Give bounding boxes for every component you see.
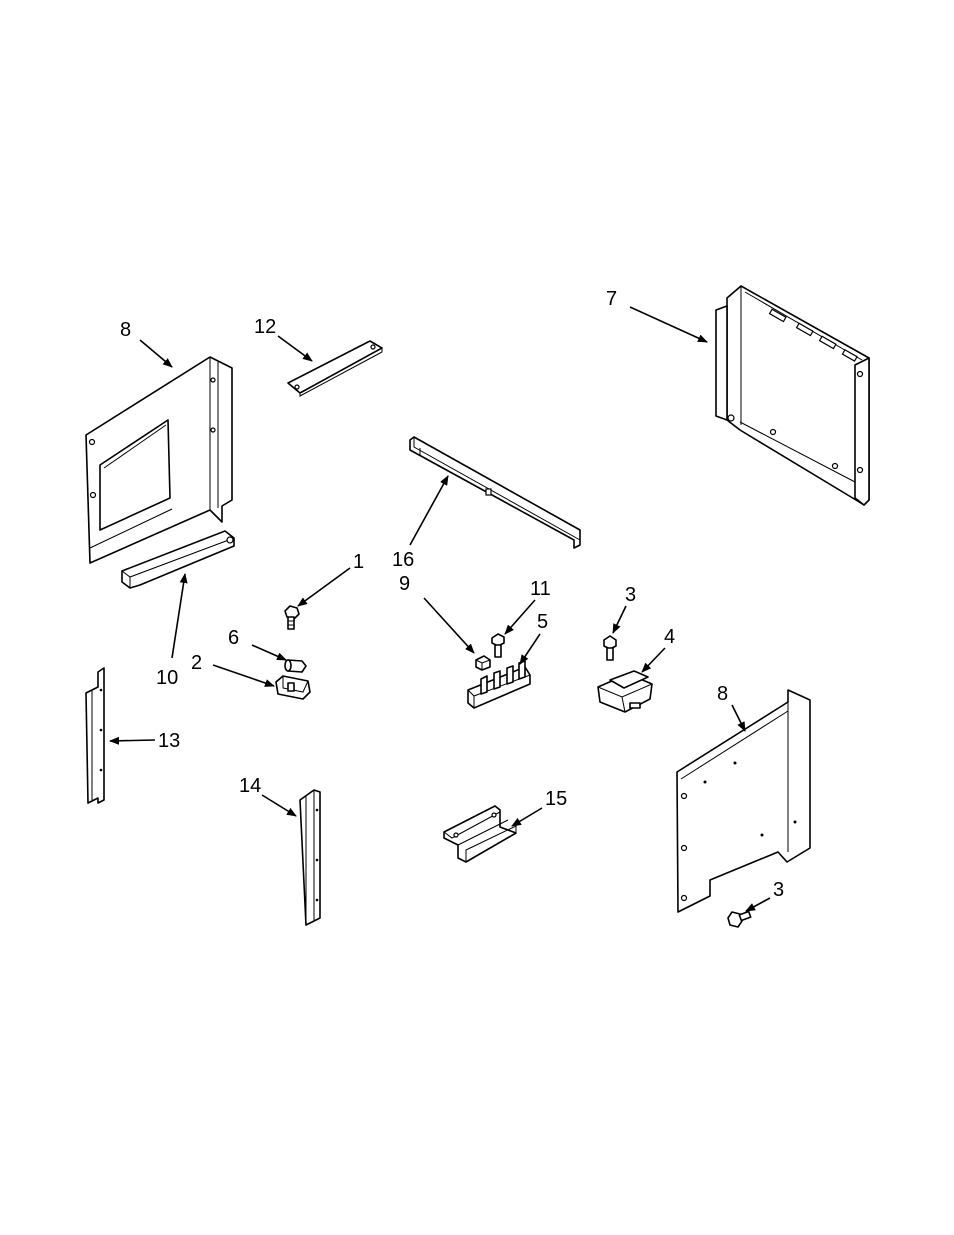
leader-9: [424, 598, 474, 653]
part-8-left-panel: [86, 357, 232, 563]
callout-8-left: 8: [120, 319, 131, 341]
leader-11: [505, 600, 535, 634]
callout-5: 5: [537, 611, 548, 633]
callout-11: 11: [530, 578, 551, 600]
leader-3-lower: [746, 898, 770, 911]
leader-12: [278, 336, 312, 361]
leader-8-right: [732, 705, 745, 731]
part-8-right-panel: [677, 690, 810, 912]
part-3-screw-lower: [728, 911, 751, 927]
leader-14: [262, 795, 296, 816]
callout-3-lower: 3: [773, 879, 784, 901]
part-7-right-panel: [716, 286, 869, 505]
callout-2: 2: [191, 652, 202, 674]
callout-12: 12: [254, 316, 276, 338]
callout-1: 1: [353, 551, 364, 573]
leader-13: [110, 740, 155, 741]
part-3-screw-upper: [604, 636, 616, 660]
part-4-module: [598, 671, 652, 712]
callout-7: 7: [606, 288, 617, 310]
callout-3-upper: 3: [625, 584, 636, 606]
callout-16: 16: [392, 549, 414, 571]
leader-3-upper: [613, 606, 626, 633]
leader-6: [252, 645, 286, 660]
callout-13: 13: [158, 730, 180, 752]
leader-7: [630, 307, 707, 342]
part-6-fuse: [285, 660, 306, 672]
callout-9: 9: [399, 573, 410, 595]
leader-4: [642, 648, 665, 672]
callout-4: 4: [664, 626, 675, 648]
leader-2: [213, 665, 274, 686]
part-16-rail: [410, 437, 580, 548]
callout-6: 6: [228, 627, 239, 649]
leader-1: [298, 568, 350, 606]
part-15-bracket: [444, 806, 516, 862]
callout-15: 15: [545, 788, 567, 810]
part-1-screw: [285, 606, 299, 629]
leader-5: [520, 634, 540, 664]
callout-14: 14: [239, 775, 261, 797]
leader-8-left: [140, 340, 172, 367]
leader-10: [172, 574, 185, 658]
part-2-fuse-holder: [276, 676, 310, 699]
part-11-screw: [492, 634, 504, 657]
callout-10: 10: [156, 667, 178, 689]
leader-15: [512, 808, 542, 826]
part-13-strip: [86, 668, 104, 803]
callout-8-right: 8: [717, 683, 728, 705]
leader-16: [410, 476, 448, 545]
part-9-nut: [476, 656, 490, 670]
part-14-strip: [300, 790, 320, 925]
part-12-plate: [288, 341, 382, 396]
